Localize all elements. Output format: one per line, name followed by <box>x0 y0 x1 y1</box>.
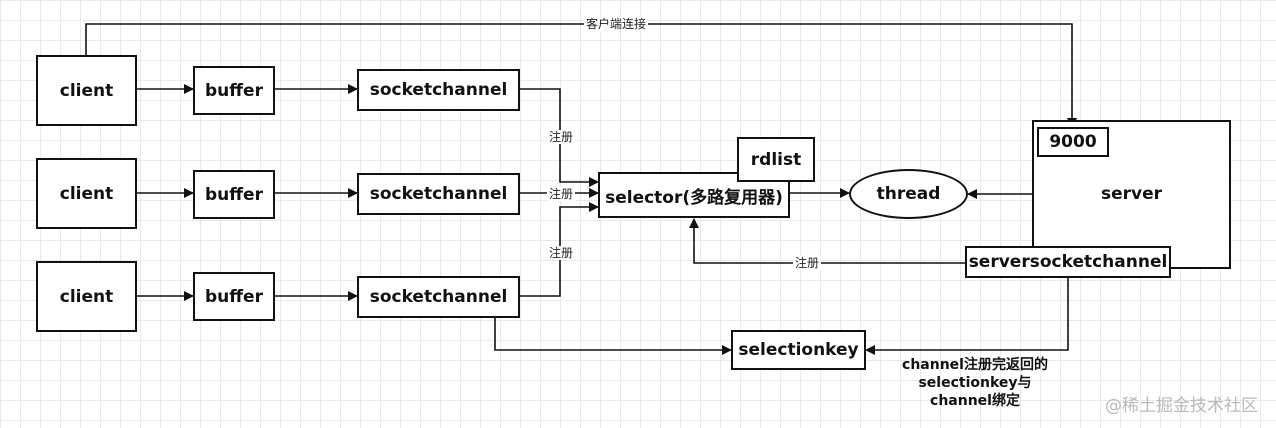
socketchannel-node-3: socketchannel <box>357 276 520 318</box>
buffer-node-2: buffer <box>193 170 275 219</box>
rdlist-node: rdlist <box>737 137 815 182</box>
socketchannel-node-2: socketchannel <box>357 173 520 215</box>
binding-note-line-2: selectionkey与 <box>918 375 1032 391</box>
selectionkey-node: selectionkey <box>731 330 866 370</box>
edge-serversocket-selectionkey <box>865 276 1069 355</box>
serversocketchannel-node: serversocketchannel <box>965 246 1171 278</box>
edge-label-register-server: 注册 <box>793 256 822 270</box>
server-port-node: 9000 <box>1037 127 1109 157</box>
binding-note: channel注册完返回的 selectionkey与 channel绑定 <box>886 356 1064 410</box>
edge-label-register-2: 注册 <box>547 187 576 201</box>
server-label: server <box>1100 184 1163 204</box>
thread-node: thread <box>849 169 968 219</box>
edge-serversocket-selector <box>689 218 965 264</box>
socketchannel-node-1: socketchannel <box>357 69 520 111</box>
watermark: @稀土掘金技术社区 <box>1105 396 1258 416</box>
binding-note-line-1: channel注册完返回的 <box>902 357 1048 373</box>
edge-label-client-connect: 客户端连接 <box>584 17 649 31</box>
buffer-node-1: buffer <box>193 66 275 115</box>
client-node-2: client <box>36 158 137 229</box>
binding-note-line-3: channel绑定 <box>930 393 1020 409</box>
edge-socket3-selectionkey <box>494 318 732 355</box>
edge-label-register-1: 注册 <box>547 130 576 144</box>
client-node-3: client <box>36 261 137 332</box>
buffer-node-3: buffer <box>193 272 275 321</box>
client-node-1: client <box>36 55 137 126</box>
edge-label-register-3: 注册 <box>547 246 576 260</box>
edge-client-connect <box>85 23 1077 128</box>
